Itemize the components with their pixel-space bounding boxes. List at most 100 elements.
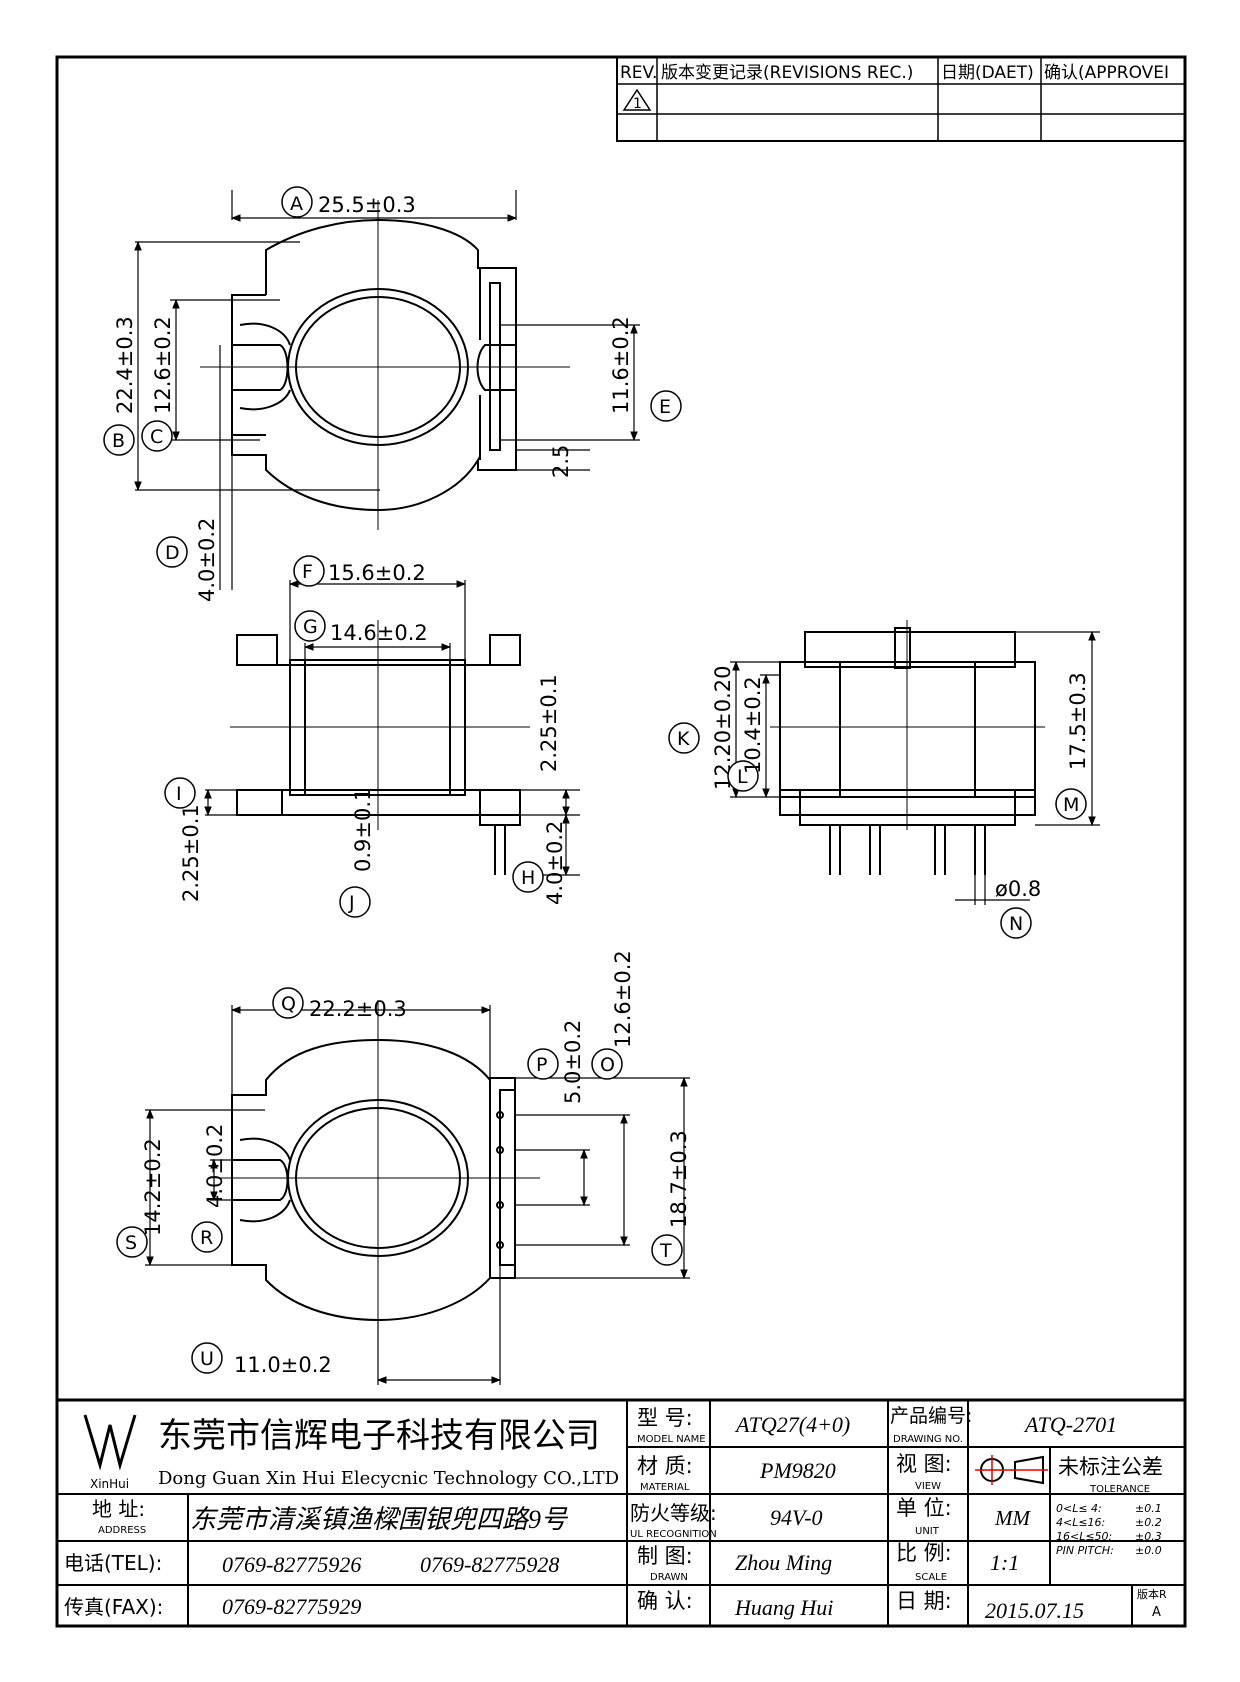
scale-label: 比 例:: [896, 1541, 952, 1565]
dim-M-value: 17.5±0.3: [1066, 672, 1090, 770]
drawing-no-label: 产品编号:: [890, 1405, 972, 1427]
dim-D-value: 4.0±0.2: [195, 518, 219, 602]
svg-text:U: U: [200, 1348, 214, 1370]
svg-text:1: 1: [633, 96, 642, 112]
dim-T-value: 18.7±0.3: [667, 1130, 691, 1228]
tolerance-range: 4<L≤16:: [1056, 1516, 1105, 1529]
fax-label: 传真(FAX):: [64, 1595, 163, 1619]
drawing-no-value: ATQ-2701: [1023, 1412, 1117, 1437]
unit-value: MM: [994, 1506, 1031, 1530]
svg-text:B: B: [112, 430, 125, 452]
tolerance-value: ±0.1: [1135, 1502, 1162, 1515]
version-label: 版本R: [1137, 1587, 1167, 1601]
tel-label: 电话(TEL):: [64, 1551, 162, 1575]
projection-symbol-icon: [975, 1455, 1048, 1485]
dim-A-letter: A: [290, 193, 303, 215]
drawing-frame: [55, 55, 1187, 1628]
dim-H-value: 4.0±0.2: [543, 821, 567, 905]
svg-text:XinHui: XinHui: [90, 1477, 129, 1491]
revision-table: REV. 版本变更记录(REVISIONS REC.) 日期(DAET) 确认(…: [616, 56, 1186, 142]
bottom-view: [220, 1000, 540, 1370]
ul-value: 94V-0: [770, 1505, 823, 1530]
view1-dimensions: [134, 190, 640, 590]
svg-text:N: N: [1009, 913, 1023, 935]
view3-dimensions: [730, 631, 1100, 905]
rev-header: REV.: [620, 63, 657, 83]
date-label: 日 期:: [896, 1589, 952, 1613]
revisions-header: 版本变更记录(REVISIONS REC.): [661, 63, 913, 83]
tolerance-list: 0<L≤ 4: ±0.1 4<L≤16: ±0.2 16<L≤50: ±0.3 …: [1056, 1502, 1162, 1557]
check-value: Huang Hui: [734, 1595, 833, 1620]
svg-text:MODEL NAME: MODEL NAME: [637, 1434, 706, 1445]
revision-triangle-icon: 1: [622, 88, 652, 112]
dim-P-value: 5.0±0.2: [561, 1020, 585, 1104]
dim-O-value: 12.6±0.2: [611, 950, 635, 1048]
dim-Q-value: 22.2±0.3: [309, 997, 407, 1021]
dim-S-value: 14.2±0.2: [141, 1138, 165, 1236]
view-label: 视 图:: [896, 1452, 952, 1476]
tolerance-range: PIN PITCH:: [1056, 1544, 1114, 1557]
dim-U-value: 11.0±0.2: [234, 1353, 332, 1377]
svg-text:SCALE: SCALE: [915, 1572, 947, 1583]
check-label: 确 认:: [637, 1589, 693, 1613]
svg-text:O: O: [600, 1054, 615, 1076]
svg-text:DRAWN: DRAWN: [650, 1572, 688, 1583]
svg-text:VIEW: VIEW: [915, 1481, 941, 1492]
svg-text:TOLERANCE: TOLERANCE: [1089, 1484, 1150, 1495]
svg-text:L: L: [737, 766, 748, 788]
svg-text:ADDRESS: ADDRESS: [98, 1525, 146, 1536]
view2-dimensions: [204, 580, 580, 876]
svg-text:DRAWING NO.: DRAWING NO.: [893, 1434, 963, 1445]
svg-text:Q: Q: [281, 993, 296, 1015]
svg-text:H: H: [521, 867, 535, 889]
top-view: [200, 200, 570, 530]
svg-text:E: E: [659, 396, 671, 418]
svg-text:M: M: [1063, 794, 1079, 816]
svg-text:I: I: [176, 783, 182, 805]
scale-value: 1:1: [990, 1550, 1019, 1575]
svg-text:K: K: [677, 728, 690, 750]
svg-text:MATERIAL: MATERIAL: [640, 1482, 690, 1493]
dim-G-value: 14.6±0.2: [330, 621, 428, 645]
drawn-value: Zhou Ming: [735, 1550, 832, 1575]
dim-R-value: 4.0±0.2: [203, 1124, 227, 1208]
dim-E2-value: 2.5: [549, 445, 573, 478]
svg-text:P: P: [536, 1054, 547, 1076]
tolerance-range: 0<L≤ 4:: [1056, 1502, 1102, 1515]
tel-2: 0769-82775928: [420, 1552, 559, 1577]
company-name-cn: 东莞市信辉电子科技有限公司: [158, 1416, 600, 1456]
dim-E-value: 11.6±0.2: [609, 316, 633, 414]
svg-text:C: C: [150, 426, 163, 448]
svg-text:UNIT: UNIT: [915, 1526, 940, 1537]
dim-I2-value: 2.25±0.1: [537, 674, 561, 772]
tolerance-range: 16<L≤50:: [1056, 1530, 1112, 1543]
model-label: 型 号:: [637, 1406, 693, 1430]
tel-1: 0769-82775926: [222, 1552, 361, 1577]
tolerance-title: 未标注公差: [1058, 1455, 1163, 1479]
title-block: [55, 1398, 1187, 1628]
tolerance-value: ±0.2: [1135, 1516, 1162, 1529]
version-value: A: [1152, 1605, 1161, 1620]
material-value: PM9820: [759, 1458, 836, 1483]
svg-text:UL RECOGNITION: UL RECOGNITION: [630, 1529, 717, 1540]
svg-text:R: R: [200, 1227, 213, 1249]
side-view: [770, 620, 1045, 875]
dim-C-value: 12.6±0.2: [151, 316, 175, 414]
front-view: [230, 620, 530, 875]
svg-text:F: F: [302, 561, 313, 583]
ul-label: 防火等级:: [630, 1501, 717, 1525]
fax-value: 0769-82775929: [222, 1594, 361, 1619]
date-header: 日期(DAET): [941, 63, 1034, 83]
dim-A-value: 25.5±0.3: [318, 193, 416, 217]
dim-J-value: 0.9±0.1: [351, 788, 375, 872]
tolerance-value: ±0.3: [1135, 1530, 1162, 1543]
dim-F-value: 15.6±0.2: [328, 561, 426, 585]
model-value: ATQ27(4+0): [734, 1412, 850, 1437]
svg-text:D: D: [165, 542, 180, 564]
company-name-en: Dong Guan Xin Hui Elecycnic Technology C…: [158, 1468, 619, 1489]
date-value: 2015.07.15: [985, 1598, 1084, 1623]
svg-text:J: J: [348, 892, 355, 914]
address-value: 东莞市清溪镇渔樑围银兜四路9号: [190, 1505, 569, 1534]
unit-label: 单 位:: [896, 1496, 952, 1520]
